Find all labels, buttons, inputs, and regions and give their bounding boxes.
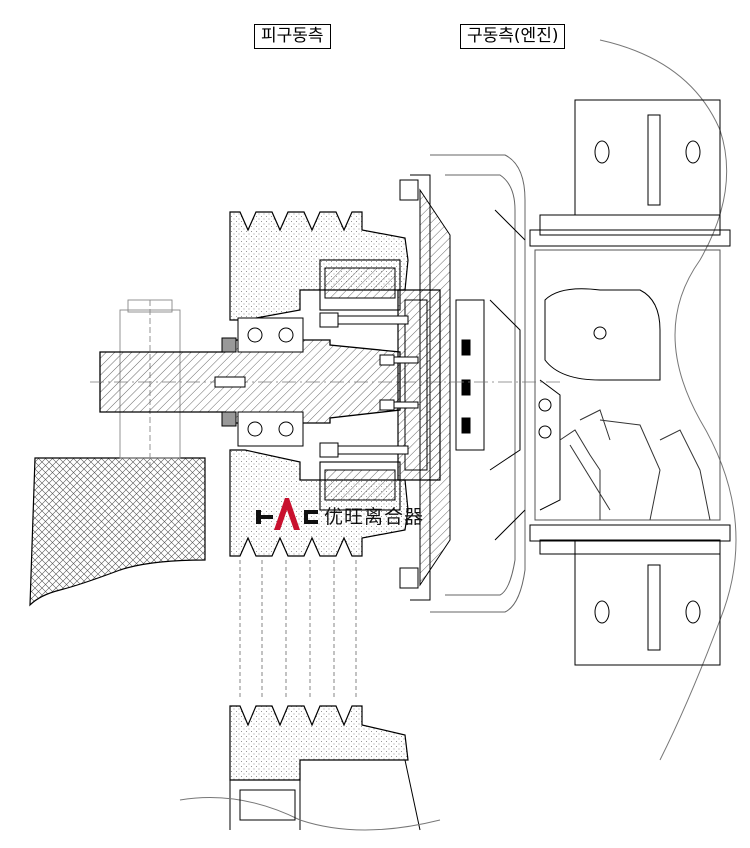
belt-projection (239, 560, 357, 700)
pulley-upper (229, 211, 409, 321)
bearings (221, 317, 304, 447)
hac-logo-icon (256, 498, 318, 530)
hub-flange (319, 289, 441, 481)
company-name: 优旺离合器 (324, 506, 425, 528)
engine-housing (529, 39, 737, 761)
driven-pulley (179, 705, 441, 831)
support-block (29, 457, 206, 607)
driven-side-label: 피구동측 (254, 24, 331, 49)
drive-shaft (90, 339, 560, 424)
drive-side-label: 구동측(엔진) (460, 24, 566, 49)
